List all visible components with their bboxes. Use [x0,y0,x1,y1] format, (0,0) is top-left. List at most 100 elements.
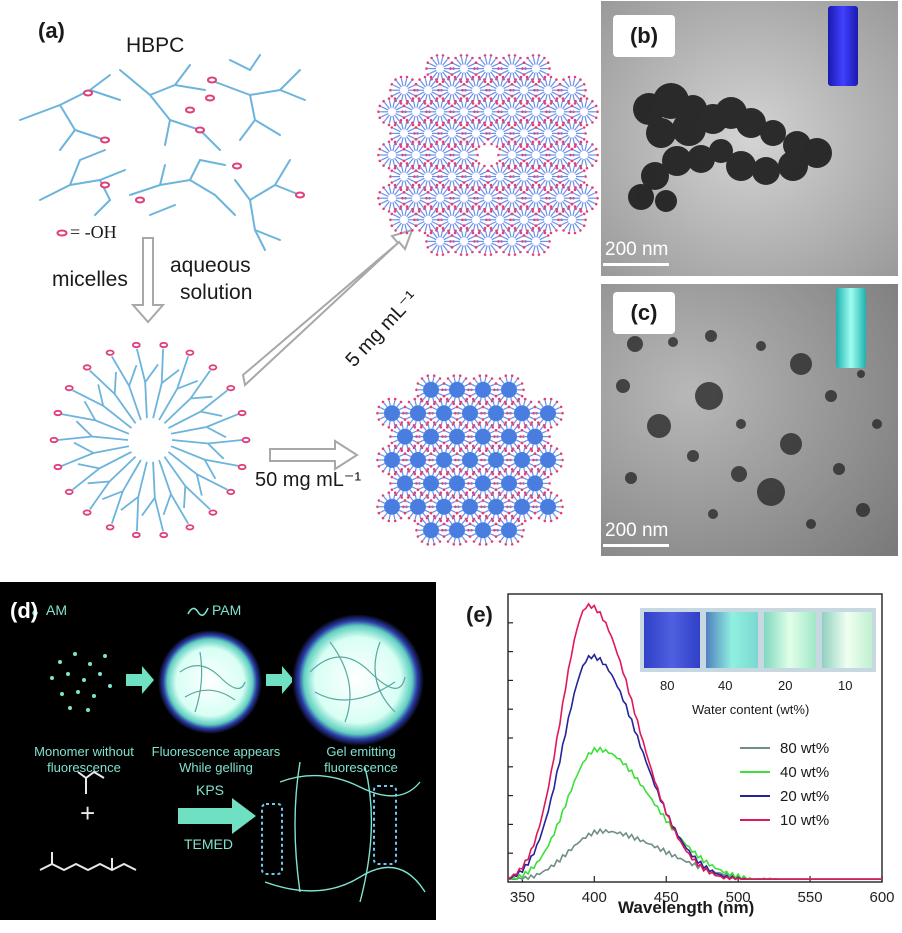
micelle-unit [480,444,512,476]
panel-a-label: (a) [38,18,65,43]
panel-d-label: (d) [10,598,39,623]
legend-item: 20 wt% [740,784,880,808]
oh-group [64,488,74,496]
aqueous-label: aqueous [170,254,251,277]
micelle-unit [473,54,503,84]
micelle-unit [569,140,599,170]
micelle-unit [533,118,563,148]
x-tick-label: 400 [582,889,607,906]
panel-a: (a) HBPC [0,0,600,560]
inset-label-10: 10 [838,678,853,693]
micelle-unit [557,118,587,148]
micelle-unit [428,444,460,476]
micelle-unit [493,514,525,546]
legend-swatch-10 [740,819,770,821]
micelle-unit [413,75,443,105]
legend-swatch-40 [740,771,770,773]
micelle-unit [449,54,479,84]
micelle-arm [168,389,228,429]
inset-label-80: 80 [660,678,675,693]
micelle-unit [521,54,551,84]
micelle-unit [401,140,431,170]
micelle-unit [449,97,479,127]
conc-high-label: 50 mg mL⁻¹ [255,469,362,491]
pam-legend-icon [187,607,209,616]
micelle-unit [497,226,527,256]
micelle-arm [61,441,130,467]
arrow-1 [126,666,154,694]
oh-group [131,341,141,349]
micelle-unit [497,97,527,127]
oh-group [131,531,141,539]
micelle-unit [428,491,460,523]
micelle-arm [57,420,129,441]
micelle-unit [461,205,491,235]
panel-c-label: (c) [613,292,675,334]
vial-40 [706,612,758,668]
legend-item: 80 wt% [740,736,880,760]
micelle-unit [532,444,564,476]
micelle-unit [493,421,525,453]
arrow-2 [266,666,294,694]
oh-legend-text: = -OH [70,222,117,242]
micelle-unit [415,514,447,546]
micelle-unit [493,374,525,406]
x-tick-label: 450 [654,889,679,906]
micelle-unit [509,162,539,192]
micelle-arm [171,439,243,460]
panel-e-label: (e) [466,602,493,627]
micelle-arm [111,355,142,421]
micelle-unit [519,421,551,453]
micelle-arm [158,459,189,525]
micelle-arm [87,455,137,511]
micelle-unit [533,75,563,105]
vial-20 [764,612,816,668]
micelle-arm [61,400,130,435]
aggregate-low-conc [377,54,599,256]
micelle-unit [402,491,434,523]
pam-legend-text: PAM [212,602,242,618]
panel-c-tem: (c) 200 nm [601,284,898,556]
oh-group [185,349,195,356]
hbpc-title: HBPC [126,34,185,57]
chart-legend: 80 wt% 40 wt% 20 wt% 10 wt% [740,736,880,832]
micelle-unit [413,162,443,192]
micelle-unit [401,183,431,213]
micelle-unit [389,75,419,105]
micelle-unit [532,397,564,429]
series-line [508,827,882,881]
am-legend-text: AM [46,602,67,618]
monomer-dots [50,652,112,712]
single-micelle [49,341,251,539]
micelle-arm [89,369,137,424]
oh-group [105,349,115,356]
micelle-unit [467,468,499,499]
am-legend-icon [32,608,38,618]
panel-b-label: (b) [613,15,675,57]
panel-c-scale: 200 nm [605,520,669,541]
micelle-unit [506,491,538,523]
x-tick-label: 550 [798,889,823,906]
oh-group [208,364,218,371]
panel-b-scale: 200 nm [605,239,669,260]
oh-group [53,463,63,471]
micelle-unit [389,118,419,148]
x-tick-label: 600 [869,889,894,906]
legend-label-20: 20 wt% [780,787,830,805]
legend-item: 10 wt% [740,808,880,832]
x-tick-label: 350 [510,889,535,906]
micelle-unit [557,75,587,105]
kps-label: KPS [196,782,225,798]
inset-caption: Water content (wt%) [692,702,810,717]
crosslink-box-1 [261,803,283,875]
oh-group [208,509,218,516]
micelle-unit [376,444,408,476]
gel-sphere [292,614,424,746]
micelle-unit [473,183,503,213]
micelle-unit [454,491,486,523]
oh-legend-symbol [56,229,68,237]
oh-group [185,524,195,531]
micelle-unit [401,97,431,127]
x-tick-label: 500 [726,889,751,906]
